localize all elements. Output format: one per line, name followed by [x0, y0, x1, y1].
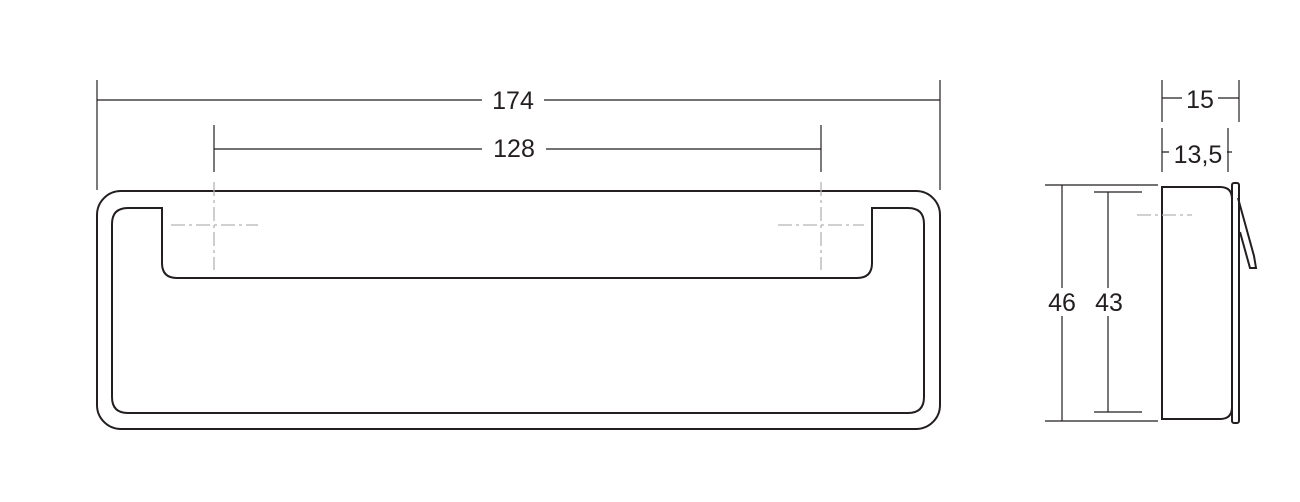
dimension-13-5: 13,5: [1161, 128, 1232, 172]
front-view: 174 128: [96, 80, 941, 430]
side-body-outline: [1161, 186, 1233, 420]
dimension-174: 174: [96, 80, 941, 190]
handle-inner-outline: [111, 207, 925, 414]
dimension-15: 15: [1161, 80, 1240, 122]
hole-centerline-left: [171, 182, 258, 270]
dimension-128: 128: [213, 125, 822, 172]
dimension-46: 46: [1045, 184, 1158, 422]
dimension-43-label: 43: [1095, 289, 1123, 317]
dimension-15-label: 15: [1186, 86, 1214, 114]
side-lip: [1237, 197, 1258, 269]
handle-outer-outline: [96, 190, 941, 430]
dimension-43: 43: [1092, 191, 1142, 413]
dimension-128-label: 128: [493, 135, 535, 163]
dimension-174-label: 174: [492, 87, 534, 115]
dimension-13-5-label: 13,5: [1174, 141, 1223, 169]
side-view: 46 43 15 13,5: [1045, 80, 1258, 424]
hole-centerline-right: [778, 182, 864, 270]
side-front-plate: [1231, 182, 1240, 424]
dimension-46-label: 46: [1048, 289, 1076, 317]
